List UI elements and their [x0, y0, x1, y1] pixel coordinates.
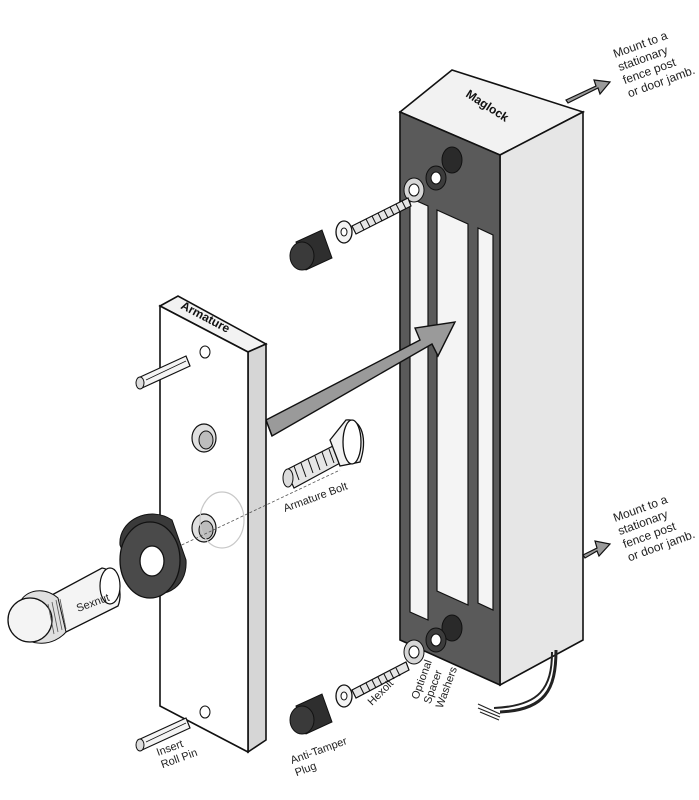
spacer-washer-large: [119, 513, 187, 599]
upper-washers: [403, 165, 447, 203]
mount-arrow-top: [565, 79, 612, 104]
sexnut: [7, 567, 121, 644]
assembly-arrow: [265, 321, 457, 438]
maglock-side-face: [499, 110, 584, 687]
maglock-slot-center: [436, 209, 469, 606]
label-anti-tamper-plug: Anti-Tamper Plug: [289, 734, 356, 779]
roll-pin-bottom: [135, 717, 191, 752]
upper-anti-tamper-plug: [289, 229, 333, 271]
label-anti-tamper-plug-line-1: Anti-Tamper: [289, 735, 349, 767]
lower-hex-bolt: [335, 661, 410, 708]
mount-arrow-bottom: [582, 540, 612, 559]
lower-washers: [403, 627, 447, 665]
arrow-right-icon: [265, 321, 457, 438]
maglock-slot-right: [477, 227, 494, 611]
mount-note-bottom: Mount to a stationary fence post or door…: [611, 487, 697, 564]
armature-hole-bottom: [199, 705, 211, 719]
threaded-bolt-icon: [351, 661, 410, 699]
mount-note-top: Mount to a stationary fence post or door…: [611, 23, 697, 100]
maglock-hole-bottom: [441, 614, 463, 642]
armature-hole-top: [199, 345, 211, 359]
plug-icon: [289, 705, 315, 735]
maglock-slot-left: [409, 197, 429, 621]
lower-anti-tamper-plug: [289, 693, 333, 735]
arrow-right-icon: [565, 79, 612, 104]
maglock-body: Maglock: [398, 69, 586, 687]
armature-bolt: [282, 419, 365, 489]
label-armature-bolt: Armature Bolt: [282, 481, 349, 515]
maglock-hole-top: [441, 146, 463, 174]
arrow-right-icon: [582, 540, 612, 559]
armature-side-face: [247, 342, 267, 754]
threaded-bolt-icon: [351, 197, 412, 235]
roll-pin-top: [135, 355, 191, 390]
maglock-cable: [477, 649, 558, 721]
ghost-washer: [199, 491, 245, 549]
alignment-line: [149, 469, 341, 561]
upper-hex-bolt: [335, 197, 412, 244]
plug-icon: [289, 241, 315, 271]
